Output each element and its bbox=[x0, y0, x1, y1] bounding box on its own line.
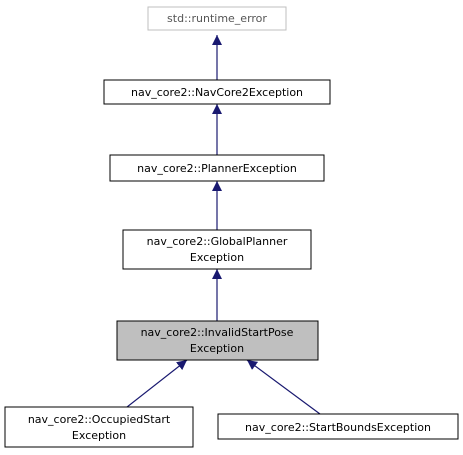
node-runtime-error-label: std::runtime_error bbox=[167, 12, 267, 25]
edges bbox=[126, 35, 321, 415]
node-navcore2-exception[interactable]: nav_core2::NavCore2Exception bbox=[103, 79, 331, 105]
node-global-planner-exception[interactable]: nav_core2::GlobalPlanner Exception bbox=[122, 229, 312, 270]
node-occupied-start-exception-label-line1: nav_core2::OccupiedStart bbox=[28, 413, 171, 426]
node-navcore2-exception-label: nav_core2::NavCore2Exception bbox=[131, 86, 303, 99]
node-planner-exception-label: nav_core2::PlannerException bbox=[137, 162, 297, 175]
node-invalid-start-pose-exception-label-line2: Exception bbox=[190, 342, 244, 355]
node-occupied-start-exception[interactable]: nav_core2::OccupiedStart Exception bbox=[4, 406, 194, 448]
edge-occupied-to-invalidstart bbox=[126, 359, 188, 408]
node-occupied-start-exception-label-line2: Exception bbox=[72, 429, 126, 442]
node-runtime-error[interactable]: std::runtime_error bbox=[147, 6, 287, 31]
edge-startbounds-to-invalidstart bbox=[246, 359, 321, 415]
node-global-planner-exception-label-line2: Exception bbox=[190, 251, 244, 264]
node-global-planner-exception-label-line1: nav_core2::GlobalPlanner bbox=[147, 235, 288, 248]
node-start-bounds-exception[interactable]: nav_core2::StartBoundsException bbox=[217, 413, 459, 440]
node-invalid-start-pose-exception-label-line1: nav_core2::InvalidStartPose bbox=[141, 326, 294, 339]
node-planner-exception[interactable]: nav_core2::PlannerException bbox=[109, 154, 325, 182]
node-invalid-start-pose-exception[interactable]: nav_core2::InvalidStartPose Exception bbox=[116, 320, 319, 361]
node-start-bounds-exception-label: nav_core2::StartBoundsException bbox=[245, 421, 431, 434]
